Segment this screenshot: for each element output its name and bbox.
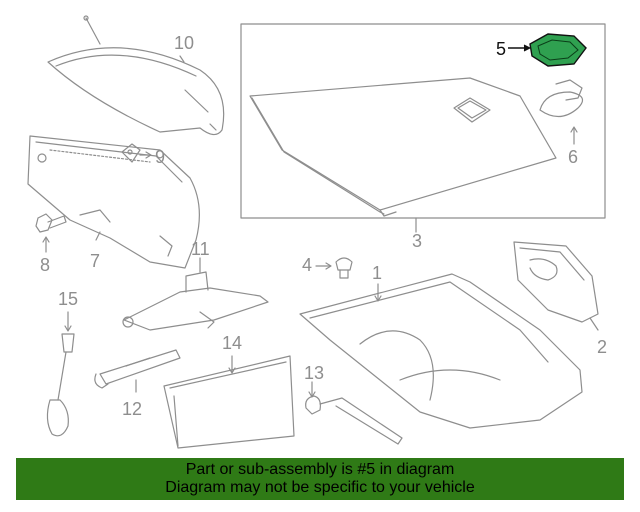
callout-1: 1 xyxy=(372,263,383,283)
part-8-bolt xyxy=(35,213,67,253)
callout-3: 3 xyxy=(412,231,423,251)
callout-2: 2 xyxy=(597,337,608,357)
part-12-wrench xyxy=(94,349,181,393)
part-2-bracket xyxy=(513,241,599,331)
info-banner: Part or sub-assembly is #5 in diagram Di… xyxy=(16,458,624,500)
part-5-cap-highlighted xyxy=(508,33,587,67)
callout-13: 13 xyxy=(304,363,325,383)
callout-8: 8 xyxy=(40,255,51,275)
part-3-floor-board xyxy=(249,77,557,233)
part-11-jack xyxy=(122,257,269,331)
banner-line-2: Diagram may not be specific to your vehi… xyxy=(165,479,475,496)
part-3-detail-frame xyxy=(240,23,606,219)
part-15-tow-rod xyxy=(46,311,75,437)
callout-15: 15 xyxy=(58,289,79,309)
part-7-trim-panel xyxy=(27,135,200,269)
callout-14: 14 xyxy=(222,333,243,353)
part-6-hook xyxy=(539,79,584,145)
callout-4: 4 xyxy=(302,255,313,275)
banner-line-1: Part or sub-assembly is #5 in diagram xyxy=(185,461,455,478)
callout-11: 11 xyxy=(191,239,210,259)
part-13-lug-wrench xyxy=(305,381,403,445)
part-4-push-pin xyxy=(315,257,353,279)
part-10-shelf xyxy=(47,15,225,136)
part-9-clip xyxy=(121,143,152,163)
callout-5-highlighted: 5 xyxy=(496,39,507,59)
callout-12: 12 xyxy=(122,399,143,419)
part-1-floor-tray xyxy=(299,273,583,429)
callout-9: 9 xyxy=(155,147,166,167)
part-14-tray xyxy=(163,355,295,449)
callout-10: 10 xyxy=(174,33,195,53)
callout-6: 6 xyxy=(568,147,579,167)
callout-7: 7 xyxy=(90,251,101,271)
